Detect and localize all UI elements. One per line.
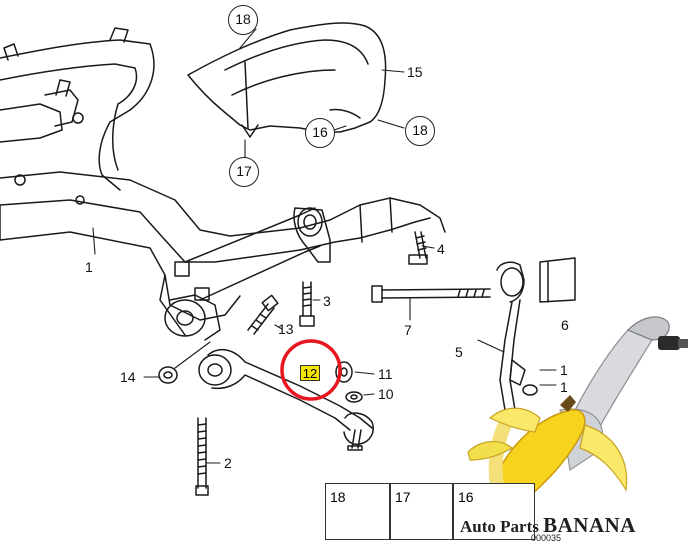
reference-code: 000035 [531,533,562,543]
long-bolt-7 [371,285,491,303]
callout-11: 11 [378,366,393,382]
control-arm [198,348,374,451]
parts-box-16: 16 [453,483,535,540]
callout-13: 13 [278,321,294,337]
callout-16: 16 [305,118,335,148]
leader-lines [92,28,557,464]
callout-2: 2 [224,455,232,471]
parts-box-number: 17 [395,489,411,505]
long-bolt-2 [195,417,209,496]
parts-box-17: 17 [390,483,453,540]
callout-4: 4 [437,241,445,257]
callout-11-partial: 1 [560,362,568,378]
callout-6: 6 [561,317,569,333]
callout-17: 17 [229,157,259,187]
callout-12-highlighted: 12 [300,365,320,381]
callout-10-partial: 1 [560,379,568,395]
callout-7: 7 [404,322,412,338]
subframe-crossmember [0,27,446,341]
callout-1: 1 [85,259,93,275]
watermark-text-part2: BANANA [543,513,636,537]
stabilizer-link [496,257,576,411]
bolt-4 [408,231,428,265]
watermark-text-part1: Auto Parts [460,517,544,536]
callout-15: 15 [407,64,423,80]
callout-14: 14 [120,369,136,385]
heat-shield [187,22,387,138]
bolt-13 [247,294,279,335]
bolt-3 [299,281,315,327]
nut-11-washer-10 [335,361,363,403]
callout-5: 5 [455,344,463,360]
callout-3: 3 [323,293,331,309]
watermark-control-arm-image [559,316,688,471]
watermark-text: Auto Parts BANANA [460,513,636,538]
callout-10: 10 [378,386,394,402]
parts-box-number: 18 [330,489,346,505]
highlight-circle [280,339,342,401]
callout-18-right: 18 [405,116,435,146]
nut-14 [158,366,178,384]
parts-box-number: 16 [458,489,474,505]
parts-box-18: 18 [325,483,390,540]
callout-18-top: 18 [228,5,258,35]
